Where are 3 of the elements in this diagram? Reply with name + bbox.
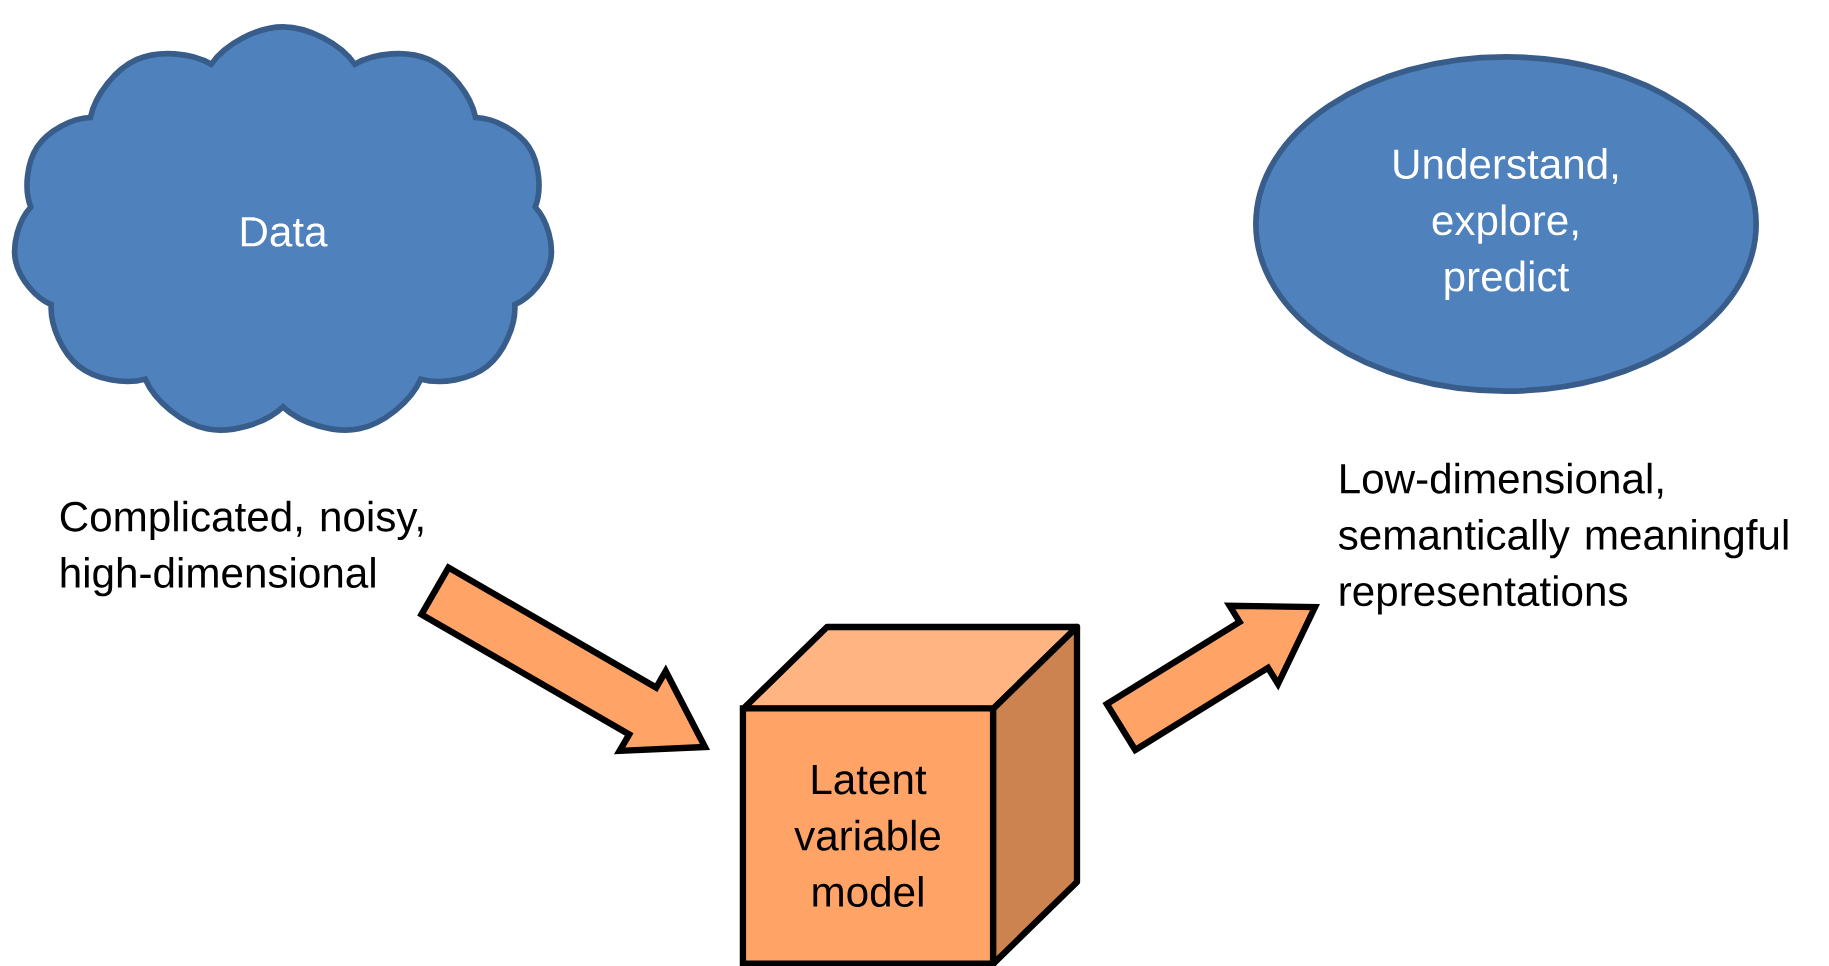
caption-text: Complicated, noisy, high-dimensional (60, 500, 423, 597)
caption-text: Low-dimensional, semantically meaningful representations (1338, 462, 1788, 615)
cube-drawing: Latent variable model (739, 623, 1081, 966)
